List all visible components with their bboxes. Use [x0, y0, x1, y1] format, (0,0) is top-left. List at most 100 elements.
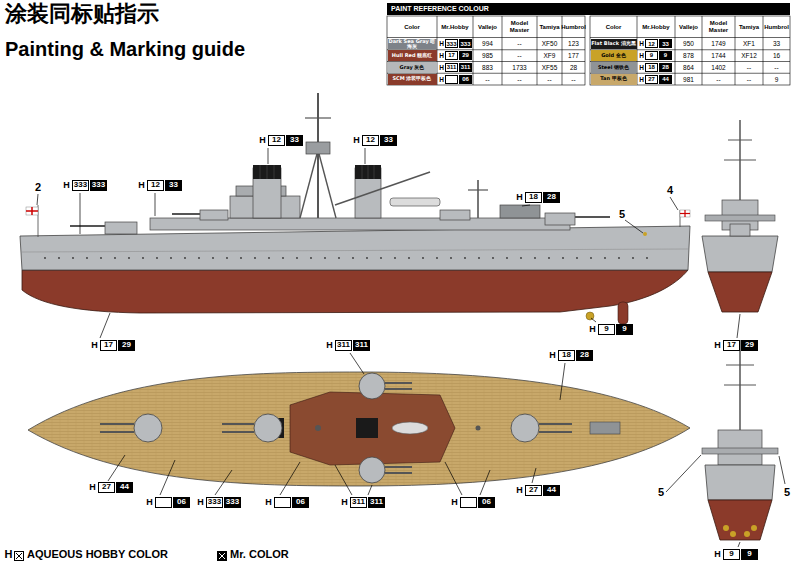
color-name: SCM 涂装甲板色 — [387, 73, 437, 85]
side-view-part — [40, 256, 660, 260]
mr-color-code: 333 — [459, 39, 472, 48]
hobby-prefix: H — [258, 135, 267, 146]
hobby-prefix: H — [515, 192, 524, 203]
side-view-part — [618, 302, 628, 324]
legend-sample — [14, 551, 24, 561]
table-grid-part — [675, 16, 676, 85]
mr-color-code: 9 — [741, 549, 758, 560]
mr-color-code: 33 — [380, 135, 397, 146]
table-cell: -- — [702, 73, 735, 85]
table-cell: 16 — [763, 50, 790, 62]
table-cell: -- — [502, 73, 537, 85]
table-cell: -- — [735, 73, 763, 85]
aqueous-code: 27 — [645, 75, 658, 84]
deck-plan-part — [385, 388, 412, 390]
hobby-prefix: H — [145, 497, 154, 508]
leader-lines-part — [532, 468, 536, 483]
rear-view-part — [723, 525, 729, 531]
legend-text: AQUEOUS HOBBY COLOR — [27, 548, 168, 560]
table-cell: 123 — [562, 38, 585, 50]
deck-plan-part — [539, 423, 572, 425]
aqueous-code: 333 — [72, 180, 89, 191]
aqueous-code: 18 — [525, 192, 542, 203]
rear-view-part — [744, 531, 750, 537]
side-view-part — [545, 213, 575, 225]
mr-color-code: 311 — [459, 63, 472, 72]
aqueous-code: 9 — [723, 549, 740, 560]
table-cell: -- — [735, 62, 763, 74]
aqueous-code: 17 — [100, 340, 117, 351]
table-cell: XF55 — [537, 62, 562, 74]
legend-sample-box — [217, 551, 227, 561]
mr-color-code: 29 — [459, 51, 472, 60]
color-name: Dark Sea Gray 暗海灰 — [387, 38, 437, 50]
hobby-prefix: H — [90, 340, 99, 351]
leader-lines-part — [335, 465, 352, 495]
deck-plan-part — [100, 423, 134, 425]
table-grid-part — [763, 16, 764, 85]
mr-color-code: 311 — [368, 497, 385, 508]
side-view-part — [680, 213, 690, 214]
leader-lines-part — [445, 462, 462, 495]
rear-view-part — [705, 465, 775, 500]
legend-sample-box — [15, 552, 24, 561]
table-grid — [387, 16, 790, 85]
side-view-part — [477, 180, 479, 218]
table-cell: -- — [502, 38, 537, 50]
table-grid-part — [537, 16, 538, 85]
aqueous-code: 9 — [645, 51, 658, 60]
legend-sample — [217, 551, 227, 561]
leader-lines-part — [108, 455, 125, 481]
hobby-prefix: H — [340, 497, 349, 508]
table-grid-part — [387, 16, 585, 85]
leader-lines-part — [215, 470, 232, 495]
color-name: Tan 甲板色 — [590, 73, 637, 85]
front-view-part — [724, 160, 756, 161]
leader-lines-part — [591, 318, 596, 322]
table-cell: XF1 — [735, 38, 763, 50]
guide-title: Painting & Marking guide — [5, 38, 405, 62]
mr-color-code: 44 — [116, 482, 133, 493]
column-header: Color — [590, 17, 637, 38]
column-header: Vallejo — [473, 17, 502, 38]
side-view-part — [355, 165, 381, 179]
side-view-part — [306, 142, 330, 154]
rear-view-part — [739, 340, 741, 440]
table-cell: XF9 — [537, 50, 562, 62]
mr-color-code: 44 — [659, 75, 672, 84]
empty-color-box — [274, 497, 291, 508]
hobby-prefix: H — [438, 63, 445, 72]
callout-number: 2 — [34, 181, 42, 194]
leader-lines-part — [670, 197, 678, 210]
aqueous-code: 18 — [645, 63, 658, 72]
hobby-prefix: H — [325, 340, 334, 351]
table-cell: 864 — [675, 62, 702, 74]
mr-color-code: 333 — [224, 497, 241, 508]
callout-number: 4 — [666, 184, 674, 197]
rear-view-part — [724, 385, 756, 386]
side-view-part — [26, 207, 38, 215]
deck-plan-part — [359, 457, 385, 483]
deck-plan-part — [315, 425, 321, 431]
table-cell: XF50 — [537, 38, 562, 50]
mr-color-code: 9 — [616, 324, 633, 335]
rear-view-part — [726, 365, 754, 366]
side-view-part — [368, 165, 369, 179]
aqueous-code: 12 — [268, 135, 285, 146]
deck-plan-part — [356, 418, 378, 438]
aqueous-code: 27 — [525, 485, 542, 496]
column-header: Tamiya — [735, 17, 763, 38]
deck-plan-part — [359, 373, 385, 399]
color-name: Gray 灰色 — [387, 62, 437, 74]
side-view-part — [390, 198, 440, 206]
deck-plan-part — [222, 423, 254, 425]
color-name: Hull Red 舰底红 — [387, 50, 437, 62]
side-view-part — [22, 270, 688, 313]
column-header: Color — [387, 17, 437, 38]
side-view-part — [70, 225, 105, 227]
aqueous-code: 311 — [335, 340, 352, 351]
mr-color-code: 06 — [292, 497, 309, 508]
side-view-part — [362, 165, 363, 179]
